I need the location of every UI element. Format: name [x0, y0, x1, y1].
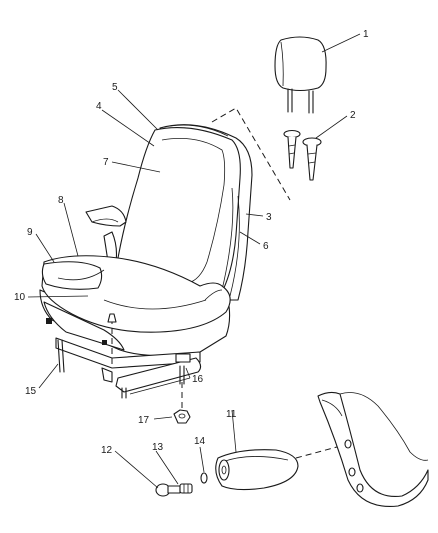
headrest-guide-right — [302, 137, 322, 181]
callout-2: 2 — [350, 110, 356, 121]
callout-7: 7 — [103, 157, 109, 168]
seat-track — [55, 337, 202, 399]
callout-11: 11 — [226, 409, 237, 420]
bushing — [179, 483, 193, 494]
headrest — [274, 36, 327, 114]
cushion-retainer-clip — [107, 313, 117, 323]
callout-5: 5 — [112, 82, 118, 93]
seatback — [117, 124, 253, 301]
callout-10: 10 — [14, 292, 26, 303]
headrest-guide-left — [283, 129, 301, 169]
armrest — [215, 449, 299, 491]
callout-15: 15 — [25, 386, 37, 397]
armrest-mount-bracket — [85, 205, 127, 263]
callout-14: 14 — [194, 436, 206, 447]
callout-12: 12 — [101, 445, 113, 456]
callout-3: 3 — [266, 212, 272, 223]
callout-numbers: 1 2 3 4 5 6 7 8 9 10 11 12 13 14 15 16 1… — [14, 29, 369, 456]
callout-16: 16 — [192, 374, 204, 385]
callout-1: 1 — [363, 29, 369, 40]
seat-side-frame-detail — [317, 391, 429, 508]
pivot-bolt — [155, 483, 181, 497]
hex-nut — [173, 382, 191, 424]
callout-13: 13 — [152, 442, 164, 453]
callout-6: 6 — [263, 241, 269, 252]
callout-4: 4 — [96, 101, 102, 112]
leader-lines — [27, 33, 361, 489]
callout-17: 17 — [138, 415, 150, 426]
washer — [200, 472, 208, 484]
callout-8: 8 — [58, 195, 64, 206]
callout-9: 9 — [27, 227, 33, 238]
seat-cushion — [39, 255, 231, 357]
